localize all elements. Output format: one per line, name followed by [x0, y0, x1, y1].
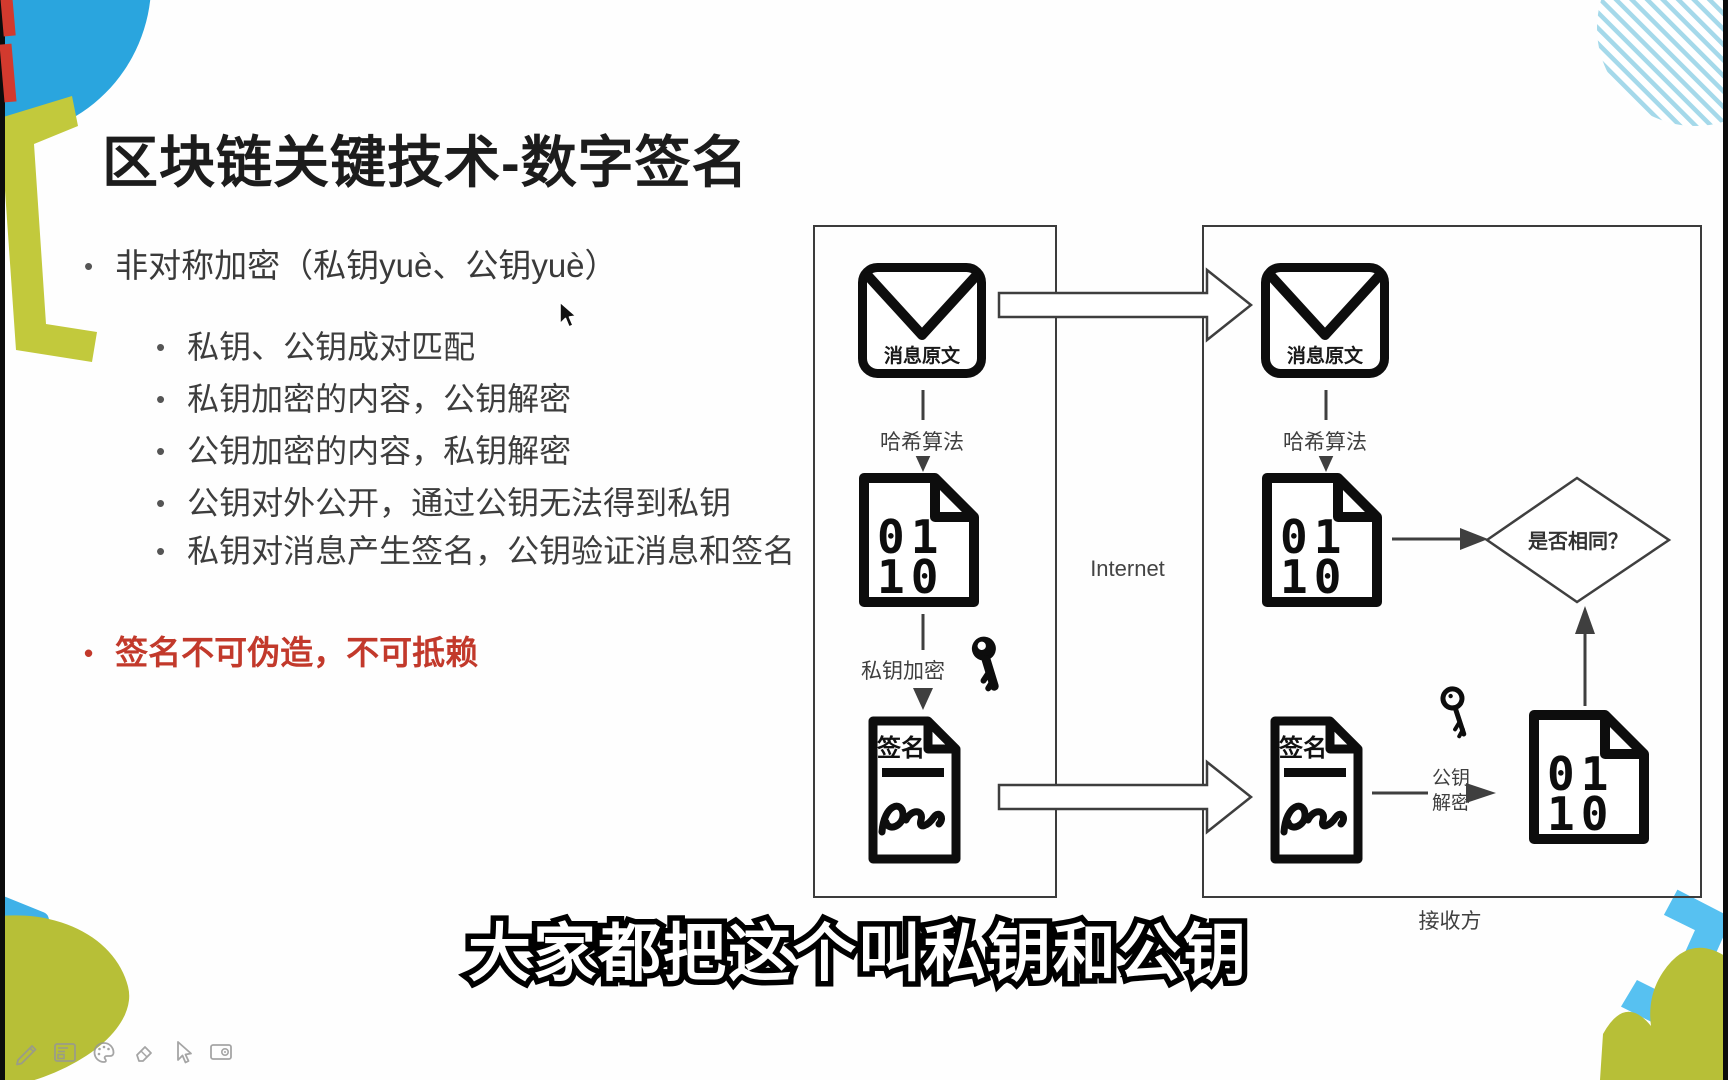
decrypt-connector-line — [1372, 791, 1428, 795]
bullet-sub-text: 私钥、公钥成对匹配 — [187, 329, 476, 365]
transfer-arrow-top — [997, 267, 1254, 343]
bullet-dot: • — [84, 251, 94, 281]
decor-topleft-yellow-bracket — [0, 96, 97, 362]
verify-up-arrow — [1575, 606, 1595, 706]
hash-label-sender: 哈希算法 — [852, 426, 992, 456]
binary-text-line2: 10 — [1547, 787, 1614, 841]
binary-text-line1: 01 — [1547, 747, 1614, 801]
digest-file-icon-sender: 01 10 — [859, 473, 979, 607]
signature-file-icon-sender: 签名 — [868, 716, 961, 864]
signature-file-icon-receiver: 签名 — [1270, 716, 1363, 864]
decrypt-label-line2: 解密 — [1431, 793, 1470, 814]
subtitle-text: 大家都把这个叫私钥和公钥 — [468, 919, 1248, 989]
subtitle-outline: 大家都把这个叫私钥和公钥 — [463, 914, 1252, 995]
compare-label: 是否相同？ — [1527, 529, 1628, 553]
slide-title: 区块链关键技术-数字签名 — [102, 131, 749, 194]
decrypted-digest-file-icon: 01 10 — [1529, 710, 1649, 844]
internet-label: Internet — [1090, 556, 1165, 581]
bullet-dot: • — [84, 638, 94, 668]
decrypt-connector-arrow — [1466, 783, 1496, 803]
eraser-icon[interactable] — [129, 1038, 157, 1066]
bullet-sub-text: 私钥对消息产生签名，公钥验证消息和签名 — [187, 533, 796, 569]
receiver-caption: 接收方 — [1418, 910, 1482, 933]
public-key-icon — [1440, 686, 1467, 739]
private-key-icon — [971, 636, 999, 692]
decor-bottomright-blue-bracket — [1620, 889, 1728, 1036]
encrypt-connector-sender — [913, 614, 933, 710]
bullet-sub-1: • 私钥、公钥成对匹配 — [156, 327, 475, 367]
binary-text-line1: 01 — [877, 510, 944, 564]
bullet-dot: • — [156, 436, 166, 466]
whiteboard-icon[interactable] — [51, 1038, 79, 1066]
sender-box — [813, 225, 1057, 898]
decrypt-label-line1: 公钥 — [1431, 768, 1470, 789]
bullet-dot: • — [156, 332, 166, 362]
compare-diamond: 是否相同？ — [1484, 476, 1672, 604]
bullet-dot: • — [156, 384, 166, 414]
bullet-sub-text: 公钥对外公开，通过公钥无法得到私钥 — [187, 485, 732, 521]
screen-share-icon[interactable] — [207, 1038, 235, 1066]
binary-text-line2: 10 — [877, 550, 944, 604]
bullet-sub-4: • 公钥对外公开，通过公钥无法得到私钥 — [156, 483, 731, 523]
bullet-main-text: 非对称加密（私钥yuè、公钥yuè） — [115, 247, 618, 284]
cursor-tool-icon[interactable] — [168, 1038, 196, 1066]
decor-topright-striped-circle — [1597, 0, 1723, 126]
left-edge-bar — [0, 0, 5, 1080]
hash-label-receiver: 哈希算法 — [1255, 426, 1395, 456]
binary-text-line2: 10 — [1280, 550, 1347, 604]
bullet-sub-text: 公钥加密的内容，私钥解密 — [187, 433, 572, 469]
right-edge-bar — [1723, 0, 1728, 1080]
bullet-sub-5: • 私钥对消息产生签名，公钥验证消息和签名 — [156, 531, 795, 571]
bullet-highlight-text: 签名不可伪造，不可抵赖 — [115, 634, 479, 671]
transfer-arrow-bottom — [997, 759, 1254, 835]
bullet-sub-3: • 公钥加密的内容，私钥解密 — [156, 431, 571, 471]
palette-icon[interactable] — [90, 1038, 118, 1066]
receiver-box — [1202, 225, 1702, 898]
annotation-toolbar — [12, 1038, 235, 1066]
bullet-highlight: • 签名不可伪造，不可抵赖 — [84, 633, 478, 673]
pencil-icon[interactable] — [12, 1038, 40, 1066]
bullet-dot: • — [156, 536, 166, 566]
digest-file-icon-receiver: 01 10 — [1262, 473, 1382, 607]
decor-bottomright-green-blob — [1600, 947, 1728, 1080]
compare-connector — [1392, 528, 1488, 550]
video-subtitle: 大家都把这个叫私钥和公钥 大家都把这个叫私钥和公钥 — [463, 903, 1252, 995]
encrypt-label-sender: 私钥加密 — [820, 655, 986, 685]
bullet-dot: • — [156, 488, 166, 518]
message-label-receiver: 消息原文 — [1287, 344, 1364, 367]
message-envelope-icon-sender: 消息原文 — [858, 263, 986, 378]
message-envelope-icon-receiver: 消息原文 — [1261, 263, 1389, 378]
mouse-cursor — [559, 301, 577, 328]
bullet-main: • 非对称加密（私钥yuè、公钥yuè） — [84, 246, 618, 286]
signature-label-receiver: 签名 — [1278, 734, 1327, 762]
binary-text-line1: 01 — [1280, 510, 1347, 564]
message-label-sender: 消息原文 — [884, 344, 961, 367]
signature-label-sender: 签名 — [876, 734, 925, 762]
bullet-sub-2: • 私钥加密的内容，公钥解密 — [156, 379, 571, 419]
decrypt-label: 公钥 解密 — [1411, 766, 1491, 816]
bullet-sub-text: 私钥加密的内容，公钥解密 — [187, 381, 572, 417]
